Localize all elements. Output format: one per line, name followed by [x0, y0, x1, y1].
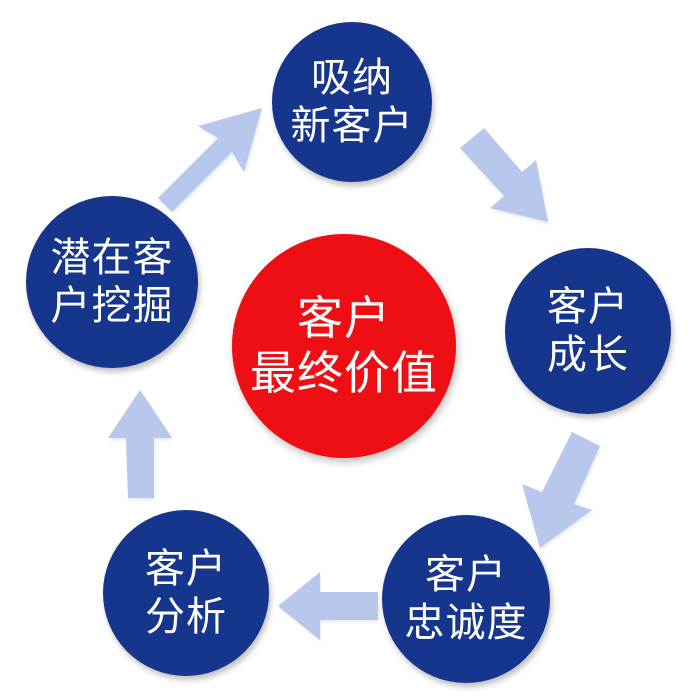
- node-potential-customer-mining: 潜在客 户挖掘: [26, 196, 198, 368]
- node-mining-line2: 户挖掘: [50, 283, 174, 329]
- node-customer-ultimate-value: 客户 最终价值: [232, 234, 456, 458]
- node-analysis-line2: 分析: [145, 594, 227, 640]
- center-line2: 最终价值: [250, 346, 438, 400]
- node-analysis-line1: 客户: [145, 546, 227, 592]
- node-loyalty-line1: 客户: [425, 552, 507, 598]
- arrow-loyalty-to-analysis: [278, 572, 378, 640]
- node-acquire-line1: 吸纳: [311, 55, 393, 101]
- node-loyalty-line2: 忠诚度: [404, 600, 528, 646]
- node-customer-loyalty: 客户 忠诚度: [382, 515, 550, 683]
- node-customer-analysis: 客户 分析: [103, 510, 269, 676]
- center-line1: 客户: [297, 290, 391, 345]
- node-growth-line2: 成长: [547, 332, 629, 378]
- arrow-mining-to-acquire: [150, 108, 262, 212]
- arrow-acquire-to-growth: [460, 128, 548, 222]
- arrow-growth-to-loyalty: [522, 432, 600, 548]
- arrow-analysis-to-mining: [108, 390, 172, 498]
- node-acquire-new-customers: 吸纳 新客户: [272, 22, 432, 182]
- node-mining-line1: 潜在客: [50, 235, 174, 281]
- node-customer-growth: 客户 成长: [505, 248, 671, 414]
- node-acquire-line2: 新客户: [290, 103, 414, 149]
- node-growth-line1: 客户: [547, 284, 629, 330]
